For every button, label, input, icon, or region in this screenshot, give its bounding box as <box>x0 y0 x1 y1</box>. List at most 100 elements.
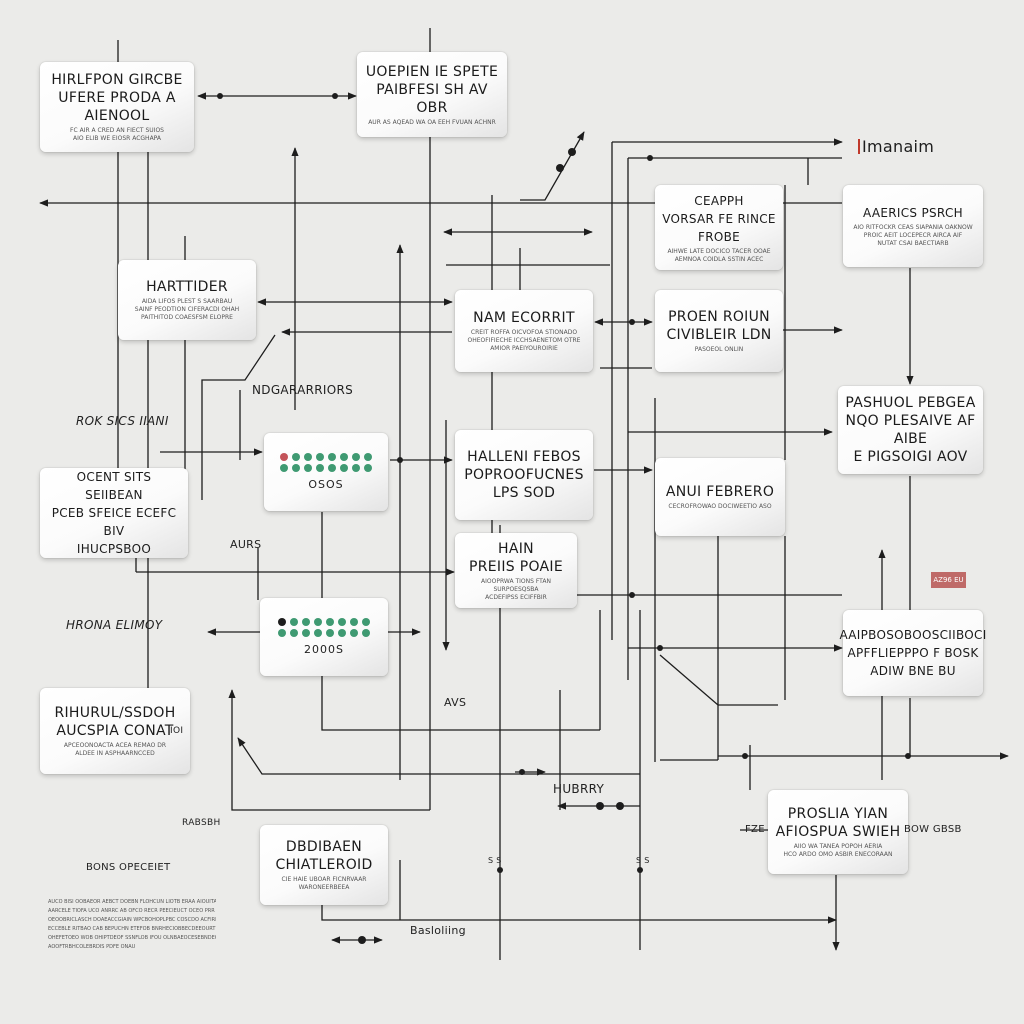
node-harttider[interactable]: HARTTIDER AIDA LIFOS PLEST S SAARBAU SAI… <box>118 260 256 340</box>
dot-marker <box>326 629 334 637</box>
label-rok-sics: ROK SICS IIANI <box>76 414 169 428</box>
dot-marker <box>350 618 358 626</box>
junction-dot <box>742 753 748 759</box>
node-subtext: FC AIR A CRED AN FIECT SUIOS AIO ELIB WE… <box>70 127 164 142</box>
junction-dot <box>497 867 503 873</box>
junction-dot <box>637 867 643 873</box>
node-dot-grid-a[interactable]: OSOS <box>264 433 388 511</box>
label-bow: BOW GBSB <box>904 824 962 835</box>
node-title: HARTTIDER <box>146 279 228 295</box>
label-ss: S S <box>488 856 502 865</box>
status-badge: AZ96 EU <box>931 572 966 588</box>
dot-marker <box>314 629 322 637</box>
diagram-title: Imanaim <box>858 137 934 156</box>
junction-dot <box>629 319 635 325</box>
node-hirlfpon[interactable]: HIRLFPON GIRCBE UFERE PRODA A AIENOOL FC… <box>40 62 194 152</box>
junction-dot <box>358 936 366 944</box>
dot-marker <box>340 453 348 461</box>
label-rabsbh: RABSBH <box>182 818 221 828</box>
dot-marker <box>350 629 358 637</box>
node-title: CEAPPH VORSAR FE RINCE FROBE <box>662 193 776 244</box>
node-subtext: PASOEOL ONLIN <box>694 346 744 353</box>
dot-marker <box>292 453 300 461</box>
node-title: OCENT SITS SEIIBEAN PCEB SFEICE ECEFC BI… <box>51 470 177 556</box>
dot-marker <box>290 618 298 626</box>
node-dot-grid-b[interactable]: 2000S <box>260 598 388 676</box>
footnote-line: ECCEBLE RITBAO CAB BEPUCHN ETEFOB BNRHEC… <box>48 926 216 932</box>
junction-dot <box>519 769 525 775</box>
node-hain[interactable]: HAIN PREIIS POAIE AIOOPRWA TIONS FTAN SU… <box>455 533 577 608</box>
junction-dot <box>397 457 403 463</box>
node-rihurul[interactable]: RIHURUL/SSDOH AUCSPIA CONAT APCEOONOACTA… <box>40 688 190 774</box>
dot-marker <box>338 618 346 626</box>
footnote-line: OEOOBRICLASCH DOAEACCGIAIN WPCBOHOPLPBC … <box>48 917 216 923</box>
connector <box>520 131 585 201</box>
dot-marker <box>316 453 324 461</box>
junction-dot <box>568 148 576 156</box>
node-title: PROEN ROIUN CIVIBLEIR LDN <box>666 309 772 343</box>
node-title: AAERICS PSRCH <box>863 206 963 220</box>
dot-marker <box>280 464 288 472</box>
node-subtext: AIOOPRWA TIONS FTAN SURPOESQSBA ACDEFIPS… <box>481 577 551 601</box>
node-aaerics[interactable]: AAERICS PSRCH AIO RITFOCKR CEAS SIAPANIA… <box>843 185 983 267</box>
dot-marker <box>314 618 322 626</box>
node-anui-febrero[interactable]: ANUI FEBRERO CECROFROWAO DOCIWEETIO ASO <box>655 458 785 536</box>
node-value: 2000S <box>304 643 344 656</box>
node-value: OSOS <box>308 478 344 491</box>
node-nam-ecorrit[interactable]: NAM ECORRIT CREIT ROFFA OICVOFOA STIONAD… <box>455 290 593 372</box>
node-proslia[interactable]: PROSLIA YIAN AFIOSPUA SWIEH AIIO WA TANE… <box>768 790 908 874</box>
junction-dot <box>616 802 624 810</box>
dot-marker <box>326 618 334 626</box>
node-dbdibaen[interactable]: DBDIBAEN CHIATLEROID CIE HAIE UBOAR FICN… <box>260 825 388 905</box>
node-title: HALLENI FEBOS POPROOFUCNES LPS SOD <box>464 449 584 501</box>
node-ceapph[interactable]: CEAPPH VORSAR FE RINCE FROBE AIHWE LATE … <box>655 185 783 270</box>
label-avs: AVS <box>444 696 467 709</box>
node-subtext: CECROFROWAO DOCIWEETIO ASO <box>668 503 772 510</box>
dot-marker <box>352 453 360 461</box>
node-subtext: AIO RITFOCKR CEAS SIAPANIA OAKNOW PROIC … <box>853 224 973 247</box>
dot-marker <box>364 464 372 472</box>
node-title: RIHURUL/SSDOH AUCSPIA CONAT <box>54 705 176 739</box>
dot-marker <box>278 629 286 637</box>
footnote-line: AOOFTRBHCOLEBRDIS PDFE ONAU <box>48 944 136 950</box>
node-ocent[interactable]: OCENT SITS SEIIBEAN PCEB SFEICE ECEFC BI… <box>40 468 188 558</box>
dot-marker <box>302 618 310 626</box>
junction-dot <box>905 753 911 759</box>
node-proen-roiun[interactable]: PROEN ROIUN CIVIBLEIR LDN PASOEOL ONLIN <box>655 290 783 372</box>
footnote-line: OHEFETOEO WOB OHIPTDEOF SSNFLOB IFOU OLN… <box>48 935 216 941</box>
footnote-line: AUCO BISI OOBAEOR AEBCT DOEBN FLOHCUN LI… <box>48 899 216 905</box>
dot-marker <box>280 453 288 461</box>
node-subtext: AIIO WA TANEA POPOH AERIA HCO ARDO OMO A… <box>783 843 893 858</box>
label-aurs: AURS <box>230 538 262 551</box>
footnote-block: AUCO BISI OOBAEOR AEBCT DOEBN FLOHCUN LI… <box>48 898 216 952</box>
label-nodgarariors: NDGARARRIORS <box>252 383 354 397</box>
node-title: HIRLFPON GIRCBE UFERE PRODA A AIENOOL <box>51 72 183 124</box>
label-hrona: HRONA ELIMOY <box>66 618 163 632</box>
dot-grid <box>280 453 372 472</box>
label-fze: FZE <box>745 824 765 835</box>
dot-marker <box>328 464 336 472</box>
dot-marker <box>278 618 286 626</box>
connector <box>659 654 778 706</box>
node-subtext: CREIT ROFFA OICVOFOA STIONADO OHEOFIFIEC… <box>467 329 581 352</box>
node-title: UOEPIEN IE SPETE PAIBFESI SH AV OBR <box>365 63 499 116</box>
dot-marker <box>364 453 372 461</box>
connector <box>228 689 430 811</box>
dot-marker <box>362 629 370 637</box>
node-subtext: APCEOONOACTA ACEA REMAO DR ALDEE IN ASPH… <box>63 742 167 757</box>
label-ss2: S S <box>636 856 650 865</box>
title-marker <box>858 139 860 154</box>
connector <box>237 737 640 775</box>
node-uoepien[interactable]: UOEPIEN IE SPETE PAIBFESI SH AV OBR AUR … <box>357 52 507 137</box>
node-subtext: AUR AS AQEAD WA OA EEH FVUAN ACHNR <box>368 118 496 126</box>
node-hallenl[interactable]: HALLENI FEBOS POPROOFUCNES LPS SOD <box>455 430 593 520</box>
dot-marker <box>290 629 298 637</box>
label-hubrry: HUBRRY <box>553 782 605 796</box>
node-title: AAIPBOSOBOOSCIIBOCI APFFLIEPPPO F BOSK A… <box>839 628 987 678</box>
node-subtext: AIDA LIFOS PLEST S SAARBAU SAINF PEODTIO… <box>134 298 240 321</box>
connector <box>201 334 276 500</box>
node-aaipb[interactable]: AAIPBOSOBOOSCIIBOCI APFFLIEPPPO F BOSK A… <box>839 610 986 696</box>
node-pashuol[interactable]: PASHUOL PEBGEA NQO PLESAIVE AF AIBE E PI… <box>838 386 983 474</box>
node-title: DBDIBAEN CHIATLEROID <box>275 839 373 873</box>
